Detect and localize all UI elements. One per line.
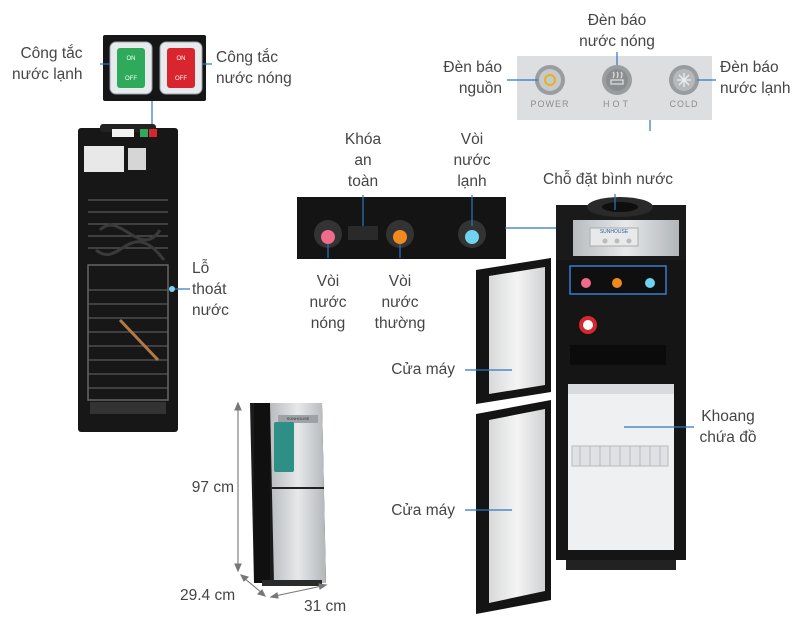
brand-main: SUNHOUSE: [599, 229, 629, 235]
dimension-height: 97 cm: [191, 479, 234, 496]
dimension-lines: [234, 401, 328, 599]
brand-small: SUNHOUSE: [286, 416, 310, 421]
label-door-upper: Cửa máy: [391, 361, 455, 378]
tap-strip: [297, 197, 506, 259]
switch-closeup: ON OFF ON OFF: [103, 35, 206, 101]
dimension-depth: 29.4 cm: [180, 587, 236, 604]
panel-cold-text: COLD: [669, 99, 699, 109]
back-view-dispenser: [78, 124, 178, 432]
switch-on-text-cold: ON: [127, 56, 136, 62]
dimension-view: [250, 403, 326, 586]
indicator-panel: [517, 56, 712, 120]
dimension-width: 31 cm: [304, 598, 347, 615]
label-door-lower: Cửa máy: [391, 502, 455, 519]
switch-off-text-hot: OFF: [175, 76, 187, 82]
panel-power-text: POWER: [530, 99, 570, 109]
main-dispenser: [476, 197, 686, 614]
switch-on-text-hot: ON: [177, 56, 186, 62]
label-bottle-seat: Chỗ đặt bình nước: [543, 171, 673, 188]
panel-hot-text: HOT: [603, 99, 631, 109]
switch-off-text-cold: OFF: [125, 76, 137, 82]
